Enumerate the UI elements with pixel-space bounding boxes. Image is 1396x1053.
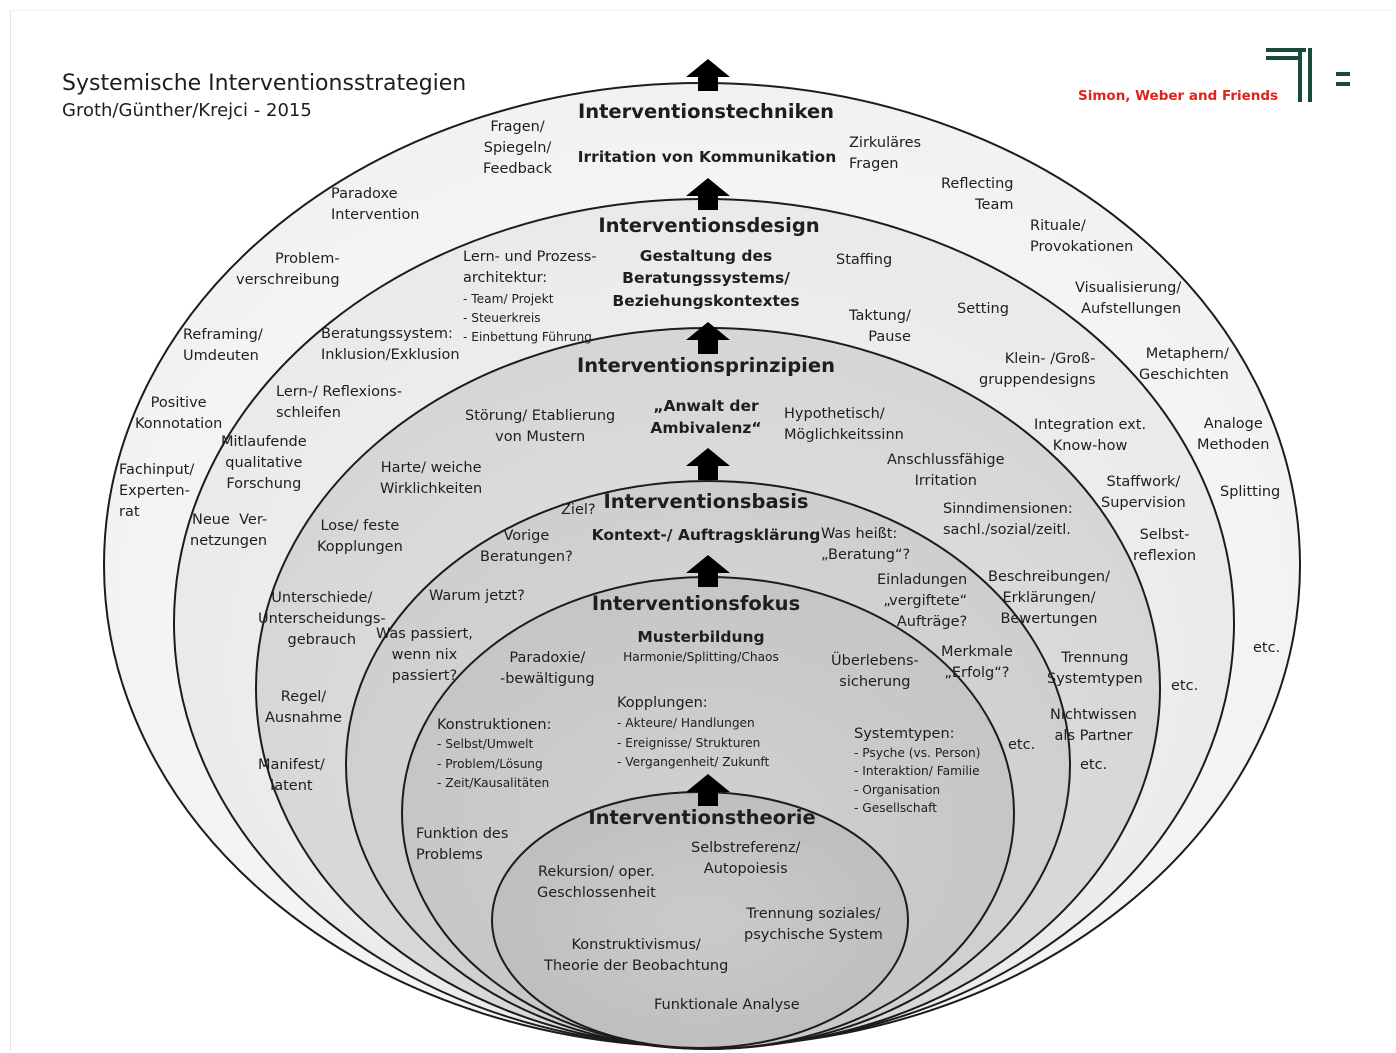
arrow-up-icon xyxy=(686,774,730,806)
technique-label: Positive Konnotation xyxy=(135,395,223,433)
technique-label: etc. xyxy=(1253,640,1281,656)
principle-label: Beschreibungen/ Erklärungen/ Bewertungen xyxy=(988,569,1110,628)
principle-label: Anschlussfähige Irritation xyxy=(887,452,1005,490)
basis-title: Interventionsbasis xyxy=(603,490,809,513)
theorie-title: Interventionstheorie xyxy=(588,806,816,829)
design-subtitle: Gestaltung des Beratungssystems/ Beziehu… xyxy=(612,247,800,310)
design-architecture-heading: Lern- und Prozess- architektur: xyxy=(463,249,597,287)
basis-label: Was passiert, wenn nix passiert? xyxy=(376,626,473,685)
fokus-konstruktionen-items: - Selbst/Umwelt - Problem/Lösung - Zeit/… xyxy=(437,737,550,791)
technique-label: Zirkuläres Fragen xyxy=(849,135,922,173)
principle-label: Regel/ Ausnahme xyxy=(265,689,342,727)
design-label: Staffwork/ Supervision xyxy=(1101,474,1186,512)
basis-label: Ziel? xyxy=(561,502,596,518)
arrow-up-icon xyxy=(686,555,730,587)
slide-frame xyxy=(10,10,1391,1051)
basis-label: Merkmale „Erfolg“? xyxy=(941,644,1013,682)
fokus-systemtypen-heading: Systemtypen: xyxy=(854,726,955,742)
design-label: Klein- /Groß- gruppendesigns xyxy=(979,351,1096,389)
slide-title: Systemische Interventionsstrategien xyxy=(62,71,467,96)
basis-label: Was heißt: „Beratung“? xyxy=(821,526,911,564)
fokus-subtitle: Musterbildung xyxy=(637,628,765,646)
technique-label: Fachinput/ Experten- rat xyxy=(119,462,195,521)
principle-label: Trennung Systemtypen xyxy=(1047,650,1143,688)
basis-subtitle: Kontext-/ Auftragsklärung xyxy=(591,526,821,544)
arrow-up-icon xyxy=(686,448,730,480)
prinzipien-title: Interventionsprinzipien xyxy=(577,354,835,377)
principle-label: Sinndimensionen: sachl./sozial/zeitl. xyxy=(943,501,1073,539)
design-label: Staffing xyxy=(836,252,893,268)
design-label: etc. xyxy=(1171,678,1199,694)
techniken-title: Interventionstechniken xyxy=(577,100,835,123)
design-title: Interventionsdesign xyxy=(598,214,820,237)
principle-label: Unterschiede/ Unterscheidungs- gebrauch xyxy=(258,590,386,649)
design-label: Mitlaufende qualitative Forschung xyxy=(221,434,307,493)
fokus-konstruktionen-heading: Konstruktionen: xyxy=(437,717,552,733)
basis-label: Warum jetzt? xyxy=(429,588,525,604)
technique-label: Visualisierung/ Aufstellungen xyxy=(1075,280,1182,318)
principle-label: Hypothetisch/ Möglichkeitssinn xyxy=(784,406,904,444)
technique-label: Fragen/ Spiegeln/ Feedback xyxy=(483,119,553,178)
technique-label: Rituale/ Provokationen xyxy=(1030,218,1134,256)
design-label: Neue Ver- netzungen xyxy=(190,512,268,550)
technique-label: Problem- verschreibung xyxy=(236,251,340,289)
principle-label: Manifest/ latent xyxy=(258,757,325,795)
theory-label: Funktionale Analyse xyxy=(654,997,800,1013)
techniken-subtitle: Irritation von Kommunikation xyxy=(577,148,837,166)
fokus-ueberleben: Überlebens- sicherung xyxy=(831,653,919,691)
theory-label: Rekursion/ oper. Geschlossenheit xyxy=(537,864,656,902)
technique-label: Paradoxe Intervention xyxy=(331,186,420,224)
arrow-up-icon xyxy=(686,322,730,354)
logo-mark-icon xyxy=(1266,48,1350,102)
logo-text: Simon, Weber and Friends xyxy=(1078,88,1279,104)
technique-label: Reframing/ Umdeuten xyxy=(183,327,263,365)
fokus-kopplungen-heading: Kopplungen: xyxy=(617,695,708,711)
technique-label: Analoge Methoden xyxy=(1197,416,1270,454)
principle-label: Harte/ weiche Wirklichkeiten xyxy=(380,460,483,498)
theory-label: Trennung soziales/ psychische System xyxy=(744,906,883,944)
prinzipien-subtitle: „Anwalt der Ambivalenz“ xyxy=(650,397,762,437)
theory-label: Konstruktivismus/ Theorie der Beobachtun… xyxy=(544,937,729,975)
design-label: Integration ext. Know-how xyxy=(1034,417,1147,455)
fokus-systemtypen-items: - Psyche (vs. Person) - Interaktion/ Fam… xyxy=(854,746,981,815)
principle-label: etc. xyxy=(1080,757,1108,773)
slide-subtitle: Groth/Günther/Krejci - 2015 xyxy=(62,100,312,121)
technique-label: Reflecting Team xyxy=(941,176,1014,214)
design-label: Beratungssystem: Inklusion/Exklusion xyxy=(321,326,460,364)
technique-label: Splitting xyxy=(1220,484,1281,500)
design-architecture-items: - Team/ Projekt - Steuerkreis - Einbettu… xyxy=(463,292,592,344)
fokus-paradoxie: Paradoxie/ -bewältigung xyxy=(500,650,595,688)
fokus-subtitle-detail: Harmonie/Splitting/Chaos xyxy=(623,650,779,664)
basis-label: Vorige Beratungen? xyxy=(480,528,573,566)
fokus-title: Interventionsfokus xyxy=(591,592,801,615)
design-label: Setting xyxy=(957,301,1009,317)
basis-label: Funktion des Problems xyxy=(416,826,509,864)
arrow-up-icon xyxy=(686,59,730,91)
fokus-kopplungen-items: - Akteure/ Handlungen - Ereignisse/ Stru… xyxy=(617,716,770,770)
principle-label: Lose/ feste Kopplungen xyxy=(317,518,403,556)
basis-label: Einladungen „vergiftete“ Aufträge? xyxy=(877,572,968,631)
theory-label: Selbstreferenz/ Autopoiesis xyxy=(691,840,801,878)
principle-label: Nichtwissen als Partner xyxy=(1050,707,1137,745)
technique-label: Metaphern/ Geschichten xyxy=(1139,346,1229,384)
design-label: Selbst- reflexion xyxy=(1133,527,1197,565)
principle-label: Störung/ Etablierung von Mustern xyxy=(465,408,616,446)
design-label: Taktung/ Pause xyxy=(849,308,911,346)
basis-label: etc. xyxy=(1008,737,1036,753)
arrow-up-icon xyxy=(686,178,730,210)
design-label: Lern-/ Reflexions- schleifen xyxy=(276,384,402,422)
